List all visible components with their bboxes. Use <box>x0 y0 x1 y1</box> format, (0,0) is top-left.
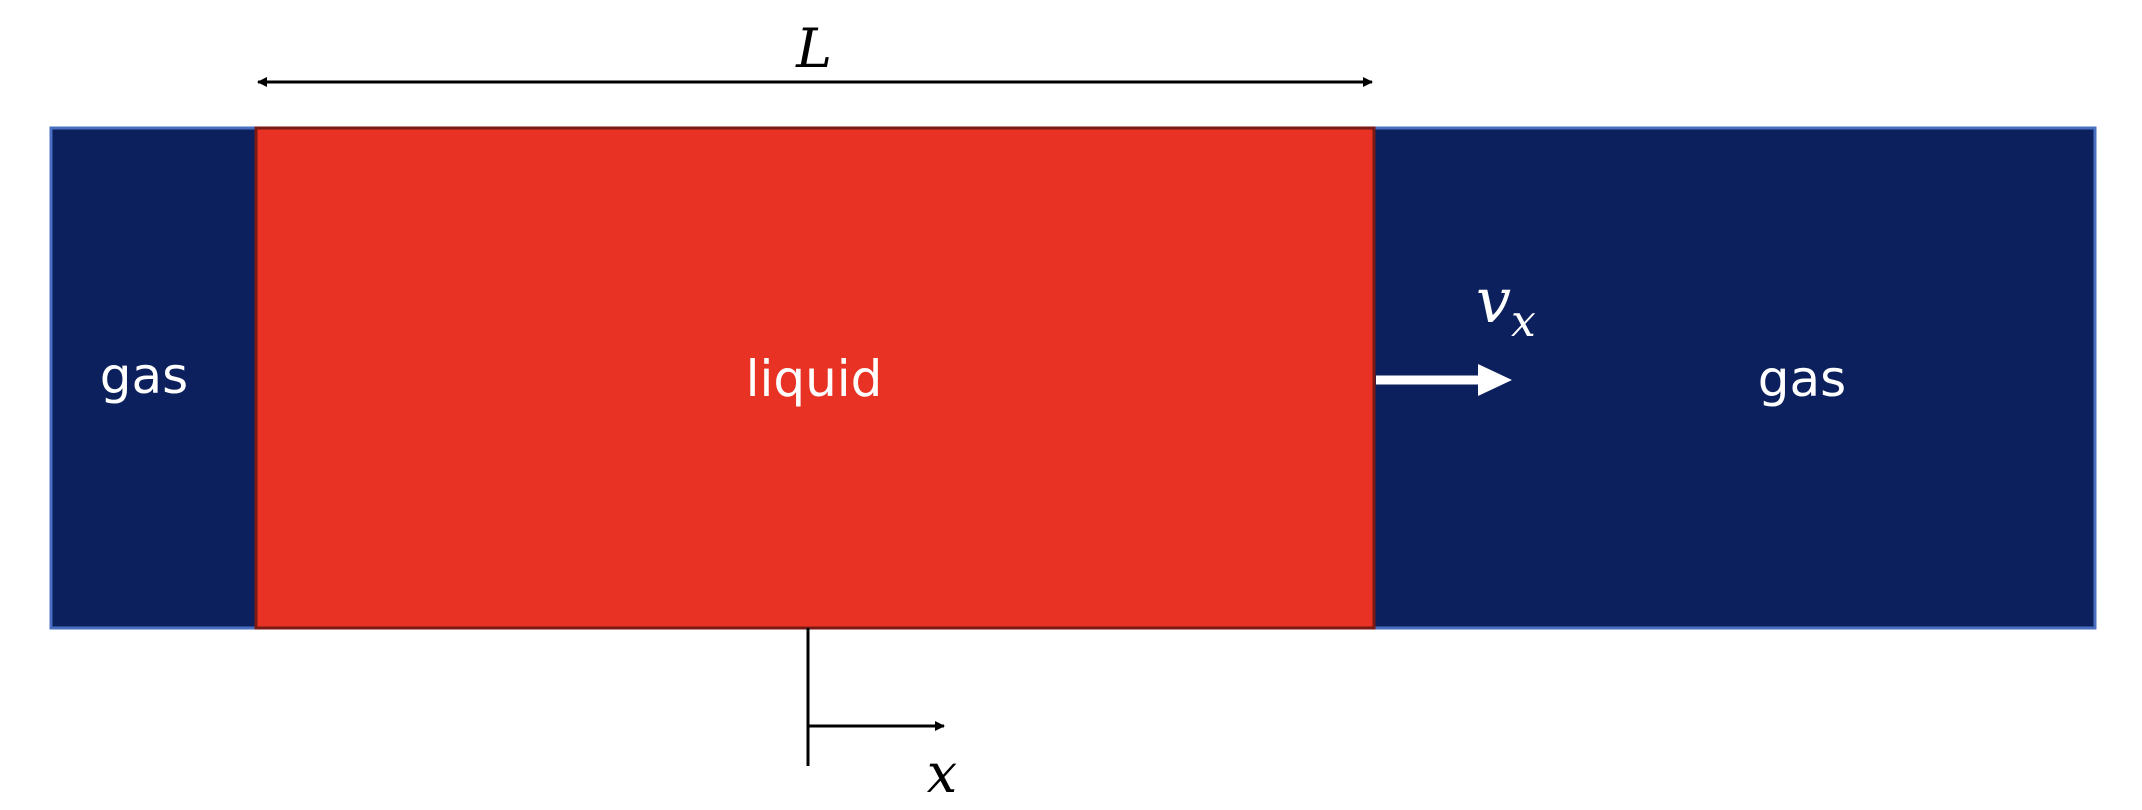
length-label: L <box>795 17 832 80</box>
velocity-arrow-head <box>1478 364 1512 396</box>
velocity-subscript: x <box>1511 296 1536 347</box>
gas-right-label: gas <box>1758 350 1846 408</box>
liquid-slab <box>254 126 1376 630</box>
axis-label: x <box>927 742 957 805</box>
gas-left-label: gas <box>100 347 188 405</box>
velocity-label: vx <box>1476 264 1536 347</box>
liquid-label: liquid <box>746 350 883 408</box>
velocity-symbol: v <box>1476 264 1511 337</box>
